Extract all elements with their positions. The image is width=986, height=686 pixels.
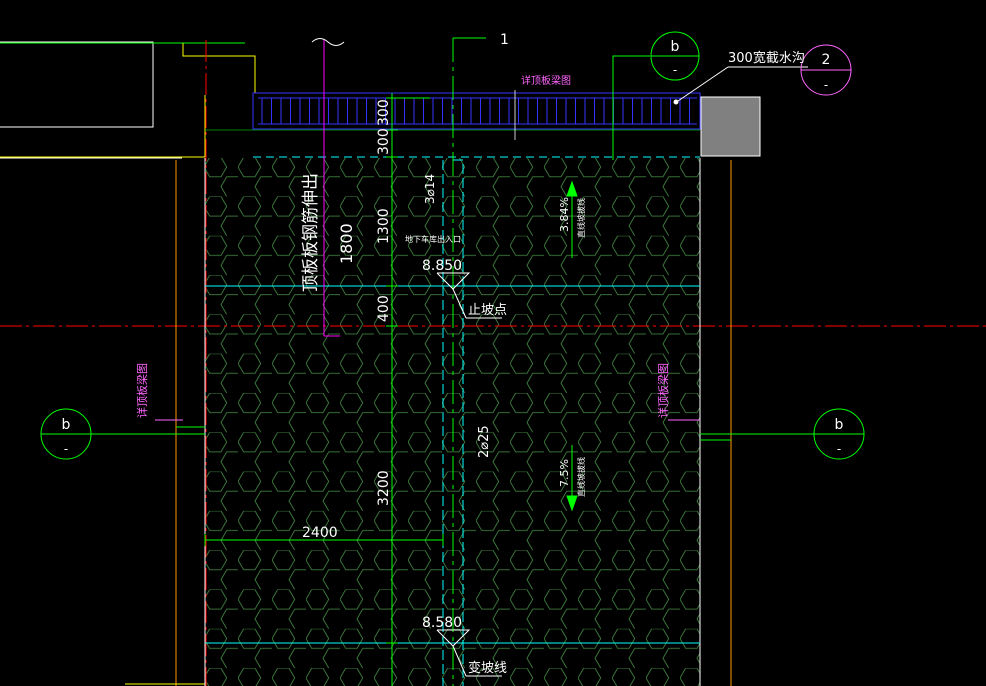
garage-entrance-label: 地下车库出入口 [405, 234, 461, 244]
axis-bubble-2-number: 2 [822, 52, 831, 68]
axis-bubble-b-right-letter: b [835, 417, 844, 433]
axis-bubble-2-dash: - [824, 78, 828, 92]
bars-top-label: 3⌀14 [423, 174, 437, 204]
water-channel-block [700, 96, 761, 157]
slope-arrows [566, 180, 578, 512]
elevation-markers [436, 272, 502, 677]
detail-side-left: 详顶板梁图 [135, 363, 149, 418]
axis-bubble-b-right: b - [813, 408, 865, 460]
axis-bubble-b-top: b - [650, 31, 700, 81]
dim-300-b: 300 [376, 128, 392, 155]
section-connectors [91, 55, 815, 441]
slope-bottom-text: 直线坡拔线 [576, 457, 586, 497]
axis-bubble-2: 2 - [800, 44, 852, 96]
axis-label-1: 1 [500, 32, 509, 48]
slope-top-text: 直线坡拔线 [576, 198, 586, 238]
horizontal-dim-2400 [204, 534, 444, 546]
dim-1300: 1300 [376, 208, 392, 244]
axis-bubble-b-left-dash: - [64, 442, 68, 456]
axis-bubble-b-right-dash: - [837, 442, 841, 456]
axis-bubble-b-top-dash: - [673, 63, 677, 77]
axis-bubble-b-top-letter: b [671, 39, 680, 55]
top-beam [252, 92, 701, 130]
slab-edges [204, 158, 701, 686]
elevation-upper: 8.850 [422, 258, 462, 274]
water-channel-label: 300宽截水沟 [728, 50, 805, 66]
dim-2400: 2400 [302, 525, 338, 541]
bars-mid-label: 2⌀25 [477, 425, 492, 458]
change-slope-label: 变坡线 [468, 660, 507, 676]
stop-slope-label: 止坡点 [468, 303, 507, 318]
water-channel-leader [673, 66, 808, 105]
dim-3200: 3200 [376, 470, 392, 506]
roof-rebar-length: 1800 [337, 223, 356, 264]
slope-top-pct: 3.84% [558, 197, 571, 232]
axis-bubble-b-left: b - [40, 408, 92, 460]
roof-rebar-note: 顶板板钢筋伸出 [301, 173, 321, 292]
side-walls [125, 160, 732, 686]
red-axis-lines [0, 40, 986, 686]
slope-bottom-pct: 7.5% [558, 459, 571, 487]
elevation-lower: 8.580 [422, 615, 462, 631]
axis-bubble-b-left-letter: b [62, 417, 71, 433]
center-axis [442, 37, 486, 686]
vertical-dim-line [386, 93, 430, 686]
building-outline [0, 41, 256, 159]
detail-side-right: 详顶板梁图 [656, 363, 670, 418]
beam-detail-label: 详顶板梁图 [521, 74, 571, 87]
dim-300-a: 300 [376, 99, 392, 126]
rebar-extension [311, 38, 345, 337]
dim-400: 400 [376, 295, 392, 322]
